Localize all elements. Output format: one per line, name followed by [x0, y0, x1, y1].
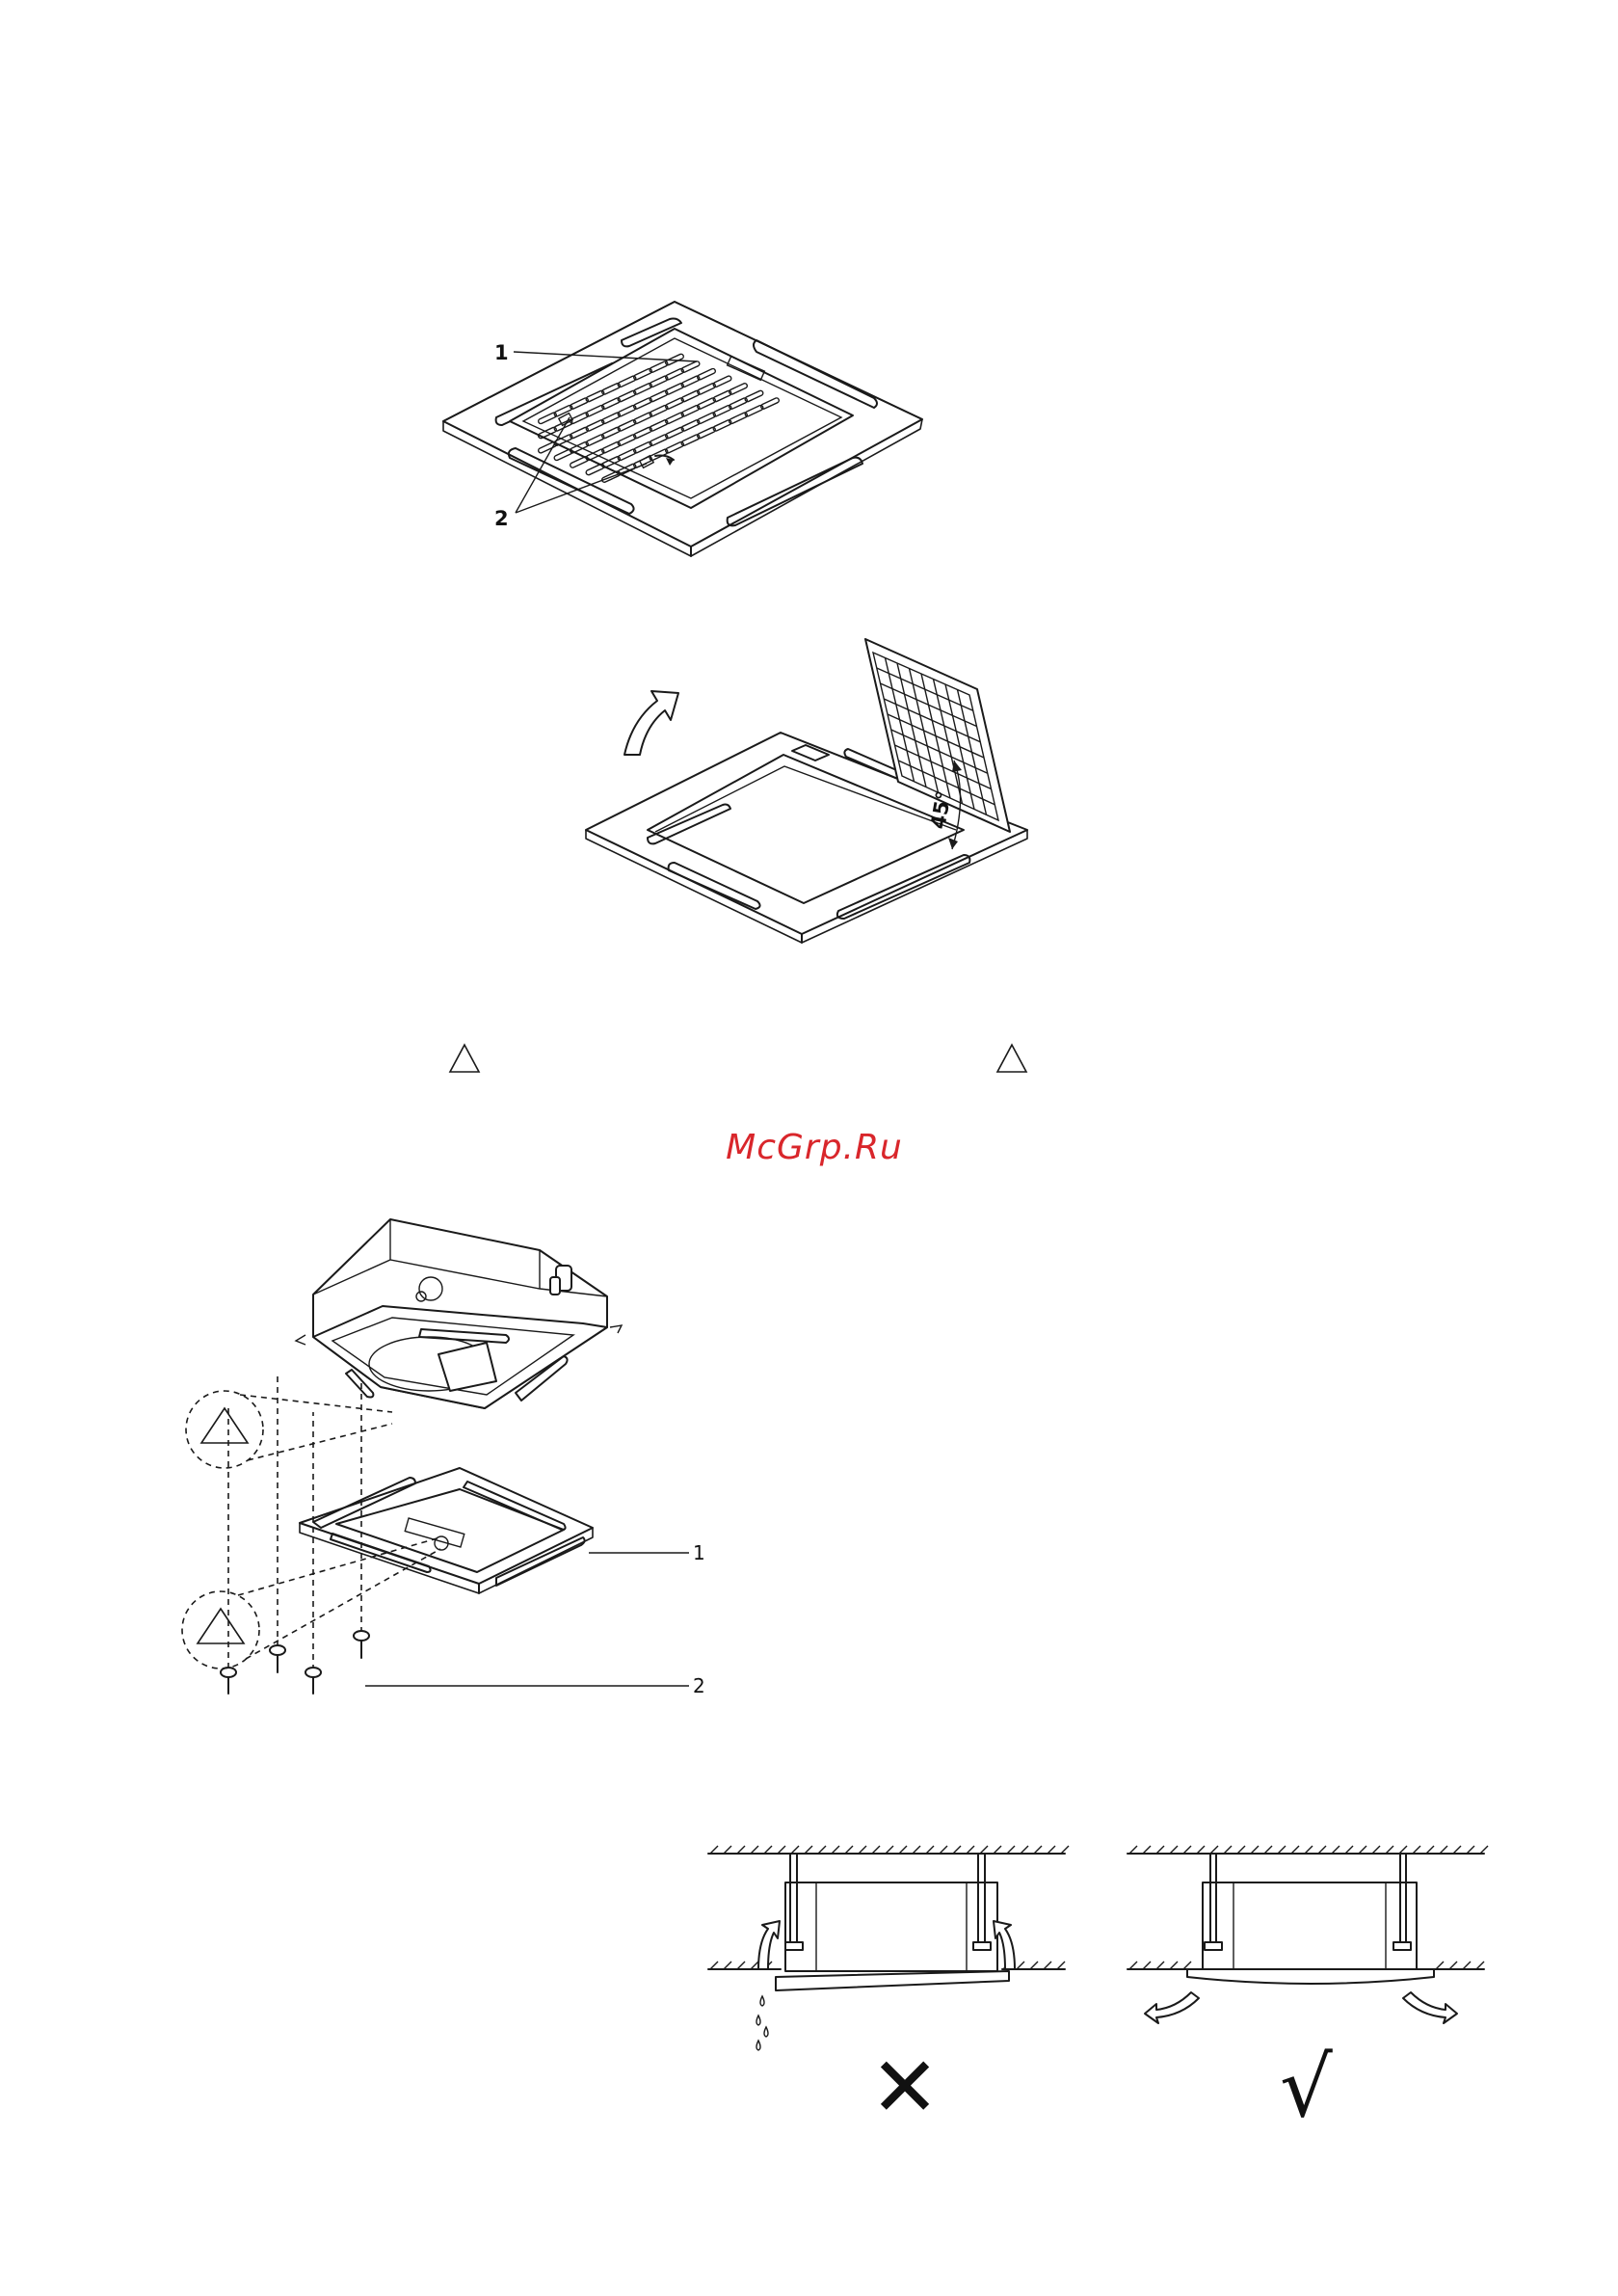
curved-arrow-icon: [758, 1921, 780, 1969]
hatch-line: [1034, 1846, 1042, 1854]
hatch-line: [1030, 1962, 1038, 1969]
hatch-line: [1156, 1962, 1164, 1969]
hatch-line: [859, 1846, 866, 1854]
hatch-line: [1426, 1846, 1434, 1854]
hatch-line: [1170, 1846, 1178, 1854]
hatch-line: [1183, 1962, 1191, 1969]
callout-2: 2: [693, 1674, 705, 1697]
hatch-line: [1345, 1846, 1353, 1854]
hatch-line: [1210, 1846, 1218, 1854]
hatch-line: [791, 1846, 799, 1854]
hatch-line: [1291, 1846, 1299, 1854]
hatch-line: [751, 1962, 758, 1969]
callout-1: 1: [693, 1541, 705, 1564]
hatch-line: [1224, 1846, 1232, 1854]
callout-1: 1: [494, 341, 509, 364]
hatch-line: [778, 1846, 785, 1854]
figure-grille-open: 45°: [578, 631, 1031, 949]
warning-triangle-icon: [201, 1408, 248, 1443]
hatch-line: [1436, 1962, 1444, 1969]
hatch-line: [710, 1846, 718, 1854]
hatch-line: [1480, 1846, 1488, 1854]
callout-2: 2: [494, 507, 509, 530]
hatch-line: [886, 1846, 893, 1854]
hatch-line: [1453, 1846, 1461, 1854]
hatch-line: [1413, 1846, 1420, 1854]
hatch-line: [845, 1846, 853, 1854]
warning-triangle-icon: [995, 1043, 1028, 1079]
hatch-line: [899, 1846, 907, 1854]
hatch-line: [737, 1846, 745, 1854]
figure-wrong-install: ✕: [708, 1836, 1074, 2125]
hatch-line: [1237, 1846, 1245, 1854]
hatch-line: [1332, 1846, 1339, 1854]
hatch-line: [1057, 1962, 1065, 1969]
hatch-line: [1143, 1846, 1151, 1854]
curved-arrow-icon: [1145, 1992, 1199, 2023]
wrong-mark-icon: ✕: [870, 2040, 940, 2136]
hatch-line: [1156, 1846, 1164, 1854]
curved-arrow-icon: [1403, 1992, 1457, 2023]
hatch-line: [805, 1846, 812, 1854]
hatch-line: [872, 1846, 880, 1854]
hatch-line: [1129, 1846, 1137, 1854]
hatch-line: [1399, 1846, 1407, 1854]
hatch-line: [764, 1846, 772, 1854]
hatch-line: [751, 1846, 758, 1854]
hatch-line: [832, 1846, 839, 1854]
warning-triangle-icon: [198, 1609, 244, 1643]
water-drop-icon: [756, 1996, 768, 2050]
hatch-line: [1183, 1846, 1191, 1854]
hatch-line: [1476, 1962, 1484, 1969]
hatch-line: [1197, 1846, 1205, 1854]
hatch-line: [1372, 1846, 1380, 1854]
curved-arrow-icon: [624, 691, 678, 755]
hatch-line: [940, 1846, 947, 1854]
hatch-line: [913, 1846, 920, 1854]
hatch-line: [1278, 1846, 1286, 1854]
hatch-line: [1318, 1846, 1326, 1854]
hatch-line: [737, 1962, 745, 1969]
hatch-line: [724, 1962, 731, 1969]
hatch-line: [980, 1846, 988, 1854]
hatch-line: [1017, 1962, 1024, 1969]
hatch-line: [1129, 1962, 1137, 1969]
hatch-line: [1061, 1846, 1069, 1854]
hatch-line: [1359, 1846, 1366, 1854]
hatch-line: [1021, 1846, 1028, 1854]
hatch-line: [967, 1846, 974, 1854]
hatch-line: [1007, 1846, 1015, 1854]
hatch-line: [1143, 1962, 1151, 1969]
warning-triangle-icon: [448, 1043, 481, 1079]
figure-panel-install: 1 2: [178, 1219, 718, 1769]
figure-correct-install: √: [1127, 1836, 1494, 2125]
hatch-line: [994, 1846, 1001, 1854]
hatch-line: [1463, 1962, 1471, 1969]
hatch-line: [926, 1846, 934, 1854]
hatch-line: [953, 1846, 961, 1854]
hatch-line: [1264, 1846, 1272, 1854]
hatch-line: [710, 1962, 718, 1969]
correct-mark-icon: √: [1280, 2040, 1333, 2136]
figure-panel-grille: 1 2: [438, 294, 930, 554]
hatch-line: [1170, 1962, 1178, 1969]
hatch-line: [1044, 1962, 1051, 1969]
hatch-line: [1048, 1846, 1055, 1854]
hatch-line: [724, 1846, 731, 1854]
hatch-line: [1440, 1846, 1447, 1854]
hatch-line: [818, 1846, 826, 1854]
watermark-text: McGrp.Ru: [718, 1128, 911, 1167]
hatch-line: [1467, 1846, 1474, 1854]
hatch-line: [1386, 1846, 1393, 1854]
hatch-line: [1449, 1962, 1457, 1969]
hatch-line: [1305, 1846, 1313, 1854]
hatch-line: [1251, 1846, 1259, 1854]
